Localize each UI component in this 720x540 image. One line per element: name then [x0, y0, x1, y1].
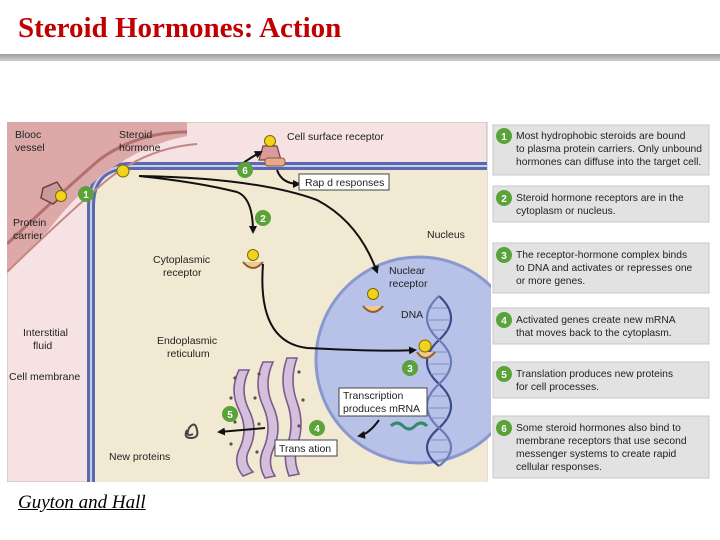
translation-box [274, 439, 338, 457]
endoplasmic-reticulum-label-2: reticulum [167, 348, 210, 360]
diagram-marker-3: 3 [407, 364, 413, 375]
step-1-line-2: to plasma protein carriers. Only unbound [516, 144, 702, 155]
bound-hormone [55, 190, 67, 202]
step-6-line-3: messenger systems to create rapid [516, 449, 677, 460]
title-divider [0, 54, 720, 61]
steroid-action-figure: Blooc vessel Steroid hormone Cell surfac… [5, 121, 711, 483]
dna-helix [425, 295, 453, 467]
slide-title: Steroid Hormones: Action [18, 12, 342, 44]
step-5-line-2: for cell processes. [516, 382, 599, 393]
translation-label: Trans ation [279, 443, 331, 455]
step-5-line-1: Translation produces new proteins [516, 369, 673, 380]
protein-carrier-label-2: carrier [13, 230, 43, 242]
step-box-3 [492, 242, 710, 294]
new-proteins-label: New proteins [109, 451, 170, 463]
steroid-hormone-label-2: hormone [119, 142, 161, 154]
transcription-label-1: Transcription [343, 390, 403, 402]
figure-caption: Guyton and Hall [18, 492, 146, 513]
step-box-4 [492, 307, 710, 345]
receptor-complex-on-dna [416, 351, 436, 359]
diagram-marker-5: 5 [227, 410, 233, 421]
figure-svg: Blooc vessel Steroid hormone Cell surfac… [5, 121, 711, 483]
step-number-2: 2 [501, 194, 507, 205]
vessel-wall [5, 130, 188, 246]
step-3-line-1: The receptor-hormone complex binds [516, 250, 687, 261]
blood-vessel-label-1: Blooc [15, 129, 41, 141]
endoplasmic-reticulum-label-1: Endoplasmic [157, 335, 217, 347]
step-4-line-2: that moves back to the cytoplasm. [516, 328, 672, 339]
steps-panel: 1 Most hydrophobic steroids are bound to… [492, 124, 710, 479]
blood-vessel [7, 122, 187, 272]
step-2-line-1: Steroid hormone receptors are in the [516, 193, 684, 204]
cytoplasmic-receptor-label-2: receptor [163, 267, 202, 279]
diagram-step-markers: 1 2 3 4 5 6 [78, 162, 418, 436]
nuclear-receptor-label-1: Nuclear [389, 265, 426, 277]
cytoplasmic-hormone [247, 249, 259, 261]
step-1-line-1: Most hydrophobic steroids are bound [516, 131, 686, 142]
nucleus-label: Nucleus [427, 229, 465, 241]
step-2-line-2: cytoplasm or nucleus. [516, 206, 616, 217]
pathway-arrows [138, 151, 417, 439]
rapid-responses-label: Rap d responses [305, 177, 384, 189]
step-number-5: 5 [501, 370, 507, 381]
surface-bound-hormone [264, 135, 276, 147]
complex-hormone [418, 339, 432, 353]
step-1-line-3: hormones can diffuse into the target cel… [516, 157, 701, 168]
diagram-marker-4: 4 [314, 424, 320, 435]
new-protein-icon [184, 423, 199, 440]
cytoplasmic-receptor-label-1: Cytoplasmic [153, 254, 210, 266]
dna-label: DNA [401, 309, 423, 321]
step-number-1: 1 [501, 132, 507, 143]
step-box-1 [492, 124, 710, 176]
steroid-hormone [116, 164, 130, 178]
cell-surface-receptor-label: Cell surface receptor [287, 131, 384, 143]
nuclear-receptor [362, 305, 384, 313]
step-4-line-1: Activated genes create new mRNA [516, 315, 676, 326]
diagram-marker-6: 6 [242, 166, 248, 177]
diagram-marker-1: 1 [83, 190, 89, 201]
endoplasmic-reticulum [233, 357, 302, 479]
interstitial-fluid-label-2: fluid [33, 340, 52, 352]
step-6-line-1: Some steroid hormones also bind to [516, 423, 681, 434]
nuclear-receptor-label-2: receptor [389, 278, 428, 290]
step-6-line-4: cellular responses. [516, 462, 602, 473]
cytoplasmic-receptor [242, 261, 264, 269]
nuclear-hormone [367, 288, 379, 300]
transcription-box [338, 387, 428, 417]
step-box-5 [492, 361, 710, 399]
step-number-4: 4 [501, 316, 507, 327]
diagram-marker-2: 2 [260, 214, 266, 225]
step-number-3: 3 [501, 251, 507, 262]
interstitial-fluid-label-1: Interstitial [23, 327, 68, 339]
cell-membrane-label: Cell membrane [9, 371, 80, 383]
second-messenger [264, 157, 286, 167]
transcription-label-2: produces mRNA [343, 403, 420, 415]
step-number-6: 6 [501, 424, 507, 435]
step-box-2 [492, 185, 710, 223]
step-6-line-2: membrane receptors that use second [516, 436, 687, 447]
rapid-responses-box [298, 173, 390, 191]
steroid-hormone-label-1: Steroid [119, 129, 152, 141]
blood-vessel-label-2: vessel [15, 142, 45, 154]
protein-carrier-label-1: Protein [13, 217, 46, 229]
step-box-6 [492, 415, 710, 479]
cell-membrane-inner-line [90, 165, 487, 482]
step-3-line-2: to DNA and activates or represses one [516, 263, 693, 274]
mrna-strand [389, 421, 429, 431]
vessel-wall-outer [6, 143, 198, 273]
step-3-line-3: or more genes. [516, 276, 585, 287]
